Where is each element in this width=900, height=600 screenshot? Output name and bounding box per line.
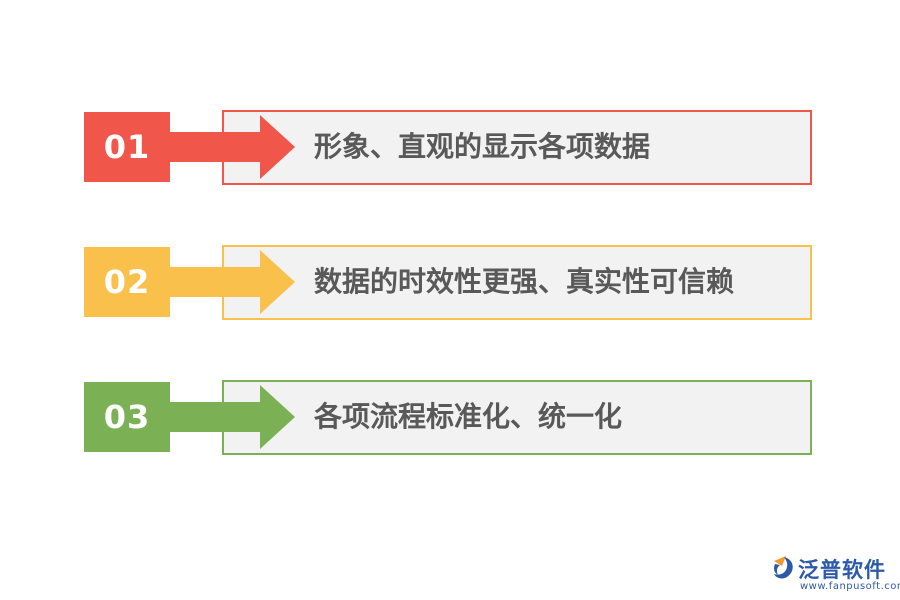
item-1-content-box (222, 110, 812, 185)
fanpu-logo-icon (774, 556, 793, 579)
brand-logo: 泛普软件 www.fanpusoft.com (770, 553, 900, 597)
list-item-2: 02 数据的时效性更强、真实性可信赖 (0, 245, 900, 320)
item-3-content-box (222, 380, 812, 455)
item-2-arrow-shape (168, 250, 295, 314)
item-1-arrow-icon (168, 115, 295, 179)
item-1-number-box: 01 (84, 112, 170, 182)
item-2-arrow-icon (168, 250, 295, 314)
brand-name: 泛普软件 (798, 558, 886, 582)
item-1-label: 形象、直观的显示各项数据 (314, 130, 651, 163)
item-1-arrow-shape (168, 115, 295, 179)
item-2-label: 数据的时效性更强、真实性可信赖 (314, 265, 735, 298)
item-3-number: 03 (103, 398, 151, 436)
item-3-arrow-shape (168, 385, 295, 449)
item-2-number-box: 02 (84, 247, 170, 317)
brand-url: www.fanpusoft.com (800, 581, 900, 592)
item-3-label: 各项流程标准化、统一化 (314, 400, 623, 433)
item-3-number-box: 03 (84, 382, 170, 452)
item-3-arrow-icon (168, 385, 295, 449)
item-1-number: 01 (103, 128, 151, 166)
item-2-content-box (222, 245, 812, 320)
item-2-number: 02 (103, 263, 151, 301)
list-item-3: 03 各项流程标准化、统一化 (0, 380, 900, 455)
list-item-1: 01 形象、直观的显示各项数据 (0, 110, 900, 185)
